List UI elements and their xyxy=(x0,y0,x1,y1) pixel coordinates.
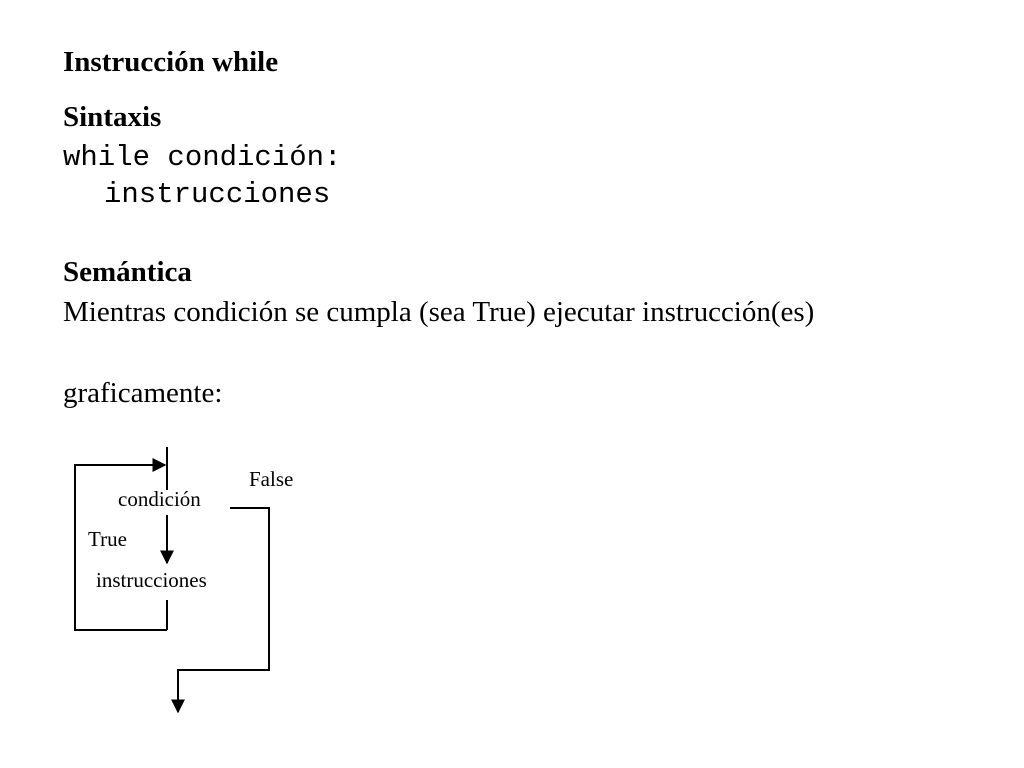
true-label: True xyxy=(88,527,127,551)
slide-title: Instrucción while xyxy=(63,46,279,78)
syntax-code-line: instrucciones xyxy=(104,178,331,211)
instructions-node-label: instrucciones xyxy=(96,568,207,592)
false-label: False xyxy=(249,467,293,491)
semantics-text: Mientras condición se cumpla (sea True) … xyxy=(63,296,815,328)
syntax-heading: Sintaxis xyxy=(63,101,162,133)
graphic-label: graficamente: xyxy=(63,377,223,409)
loop-back-arrow xyxy=(74,458,167,631)
syntax-code-line: while condición: xyxy=(63,141,342,174)
condition-node-label: condición xyxy=(118,487,201,511)
semantics-heading: Semántica xyxy=(63,256,192,288)
false-branch-arrow xyxy=(171,507,270,714)
